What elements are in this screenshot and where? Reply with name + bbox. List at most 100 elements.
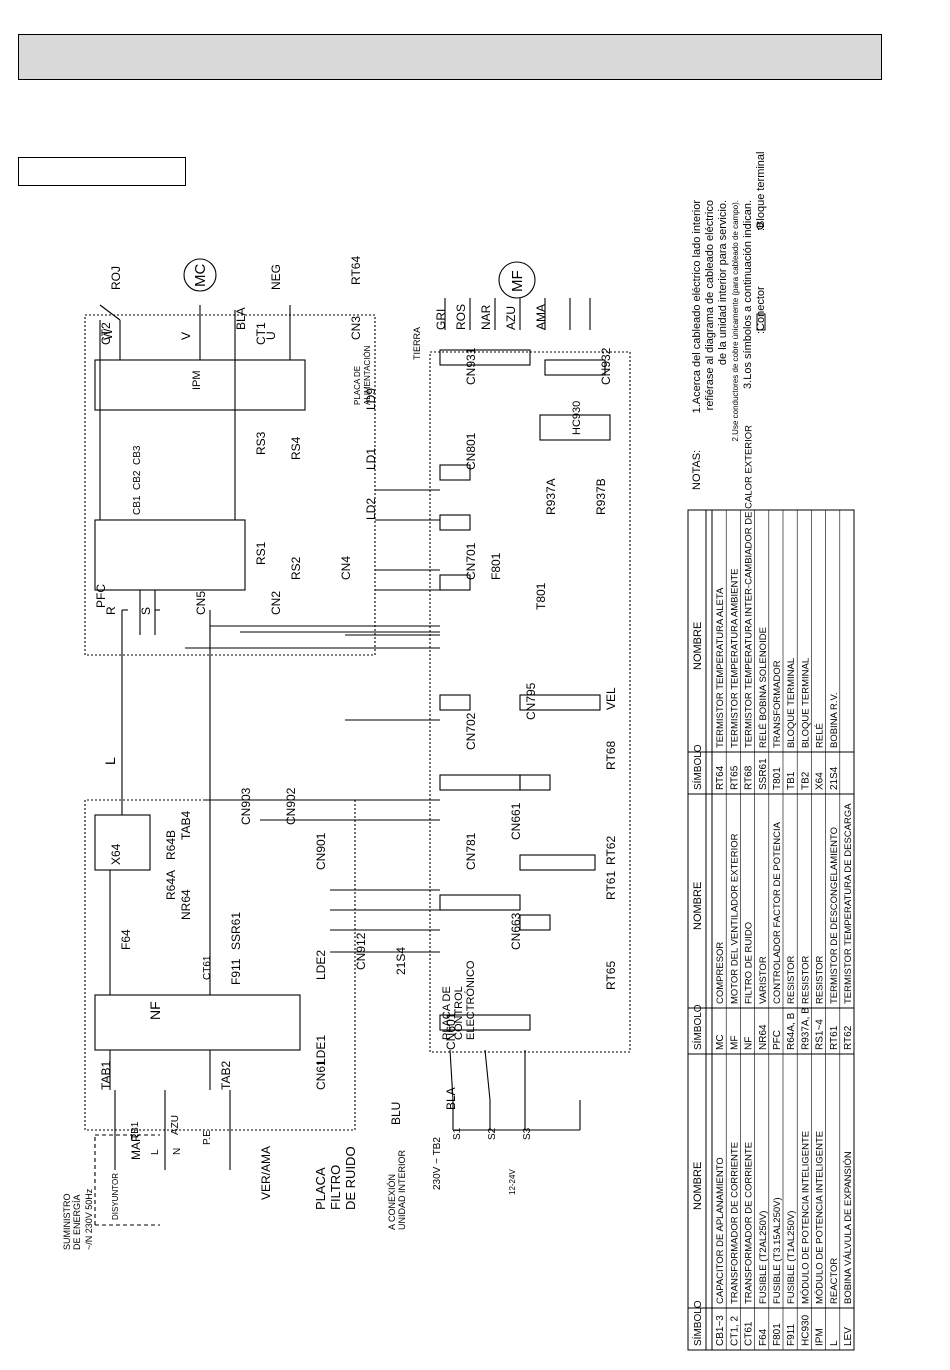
legend-name: RELÉ BOBINA SOLENOIDE <box>758 627 769 748</box>
wire-bla-top: BLA <box>234 307 248 330</box>
noise-board-line-2: FILTRO <box>328 1165 343 1210</box>
label-ld1: LD1 <box>364 448 378 470</box>
legend-symbol: MC <box>715 1034 726 1050</box>
label-u: U <box>264 331 278 340</box>
label-cb2: CB2 <box>132 470 143 490</box>
legend-symbol: PFC <box>772 1030 783 1050</box>
control-board-line-2: CONTROL <box>453 986 465 1040</box>
wire-ros: ROS <box>454 304 468 330</box>
wire-bla-indoor: BLA <box>444 1087 458 1110</box>
legend-name: TRANSFORMADOR DE CORRIENTE <box>729 1142 740 1304</box>
legend-name: CONTROLADOR FACTOR DE POTENCIA <box>772 821 783 1004</box>
legend-symbol: F801 <box>772 1323 783 1346</box>
label-f801: F801 <box>489 552 503 580</box>
notes-line-5: 3.Los símbolos a continuación indican. <box>742 200 754 389</box>
legend-symbol: RT65 <box>729 765 740 790</box>
label-t801: T801 <box>534 582 548 610</box>
supply-veram: VER/AMA <box>259 1146 273 1200</box>
legend-name: MÓDULO DE POTENCIA INTELIGENTE <box>800 1131 811 1304</box>
legend-name: MÓDULO DE POTENCIA INTELIGENTE <box>815 1131 826 1304</box>
legend-name: TERMISTOR TEMPERATURA ALETA <box>715 587 726 748</box>
legend-name: BLOQUE TERMINAL <box>786 658 797 748</box>
legend-symbol: IPM <box>815 1328 826 1346</box>
label-cn931: CN931 <box>464 347 478 385</box>
legend-symbol: T801 <box>772 767 783 790</box>
legend-name-header-2: NOMBRE <box>692 882 704 930</box>
supply-l: L <box>150 1149 161 1155</box>
control-board-line-3: ELECTRÓNICO <box>464 960 477 1040</box>
label-r: R <box>104 606 118 615</box>
legend-symbol: CB1~3 <box>715 1315 726 1346</box>
label-cn795: CN795 <box>524 682 538 720</box>
label-ld2: LD2 <box>364 498 378 520</box>
label-rs3: RS3 <box>254 431 268 455</box>
notes: NOTAS: 1.Acerca del cableado eléctrico l… <box>691 152 767 491</box>
legend-name: TERMISTOR DE DESCONGELAMIENTO <box>829 827 840 1004</box>
legend-name: COMPRESOR <box>715 942 726 1004</box>
legend-name: BOBINA R.V. <box>829 692 840 748</box>
legend-name-header-3: NOMBRE <box>692 622 704 670</box>
notes-line-3: de la unidad interior para servicio. <box>717 200 729 365</box>
label-mc: MC <box>192 264 209 287</box>
legend-symbol: R937A, B <box>800 1007 811 1050</box>
label-ct2: CT2 <box>99 322 113 345</box>
label-w: W <box>101 328 115 340</box>
legend-symbol: NR64 <box>758 1024 769 1050</box>
legend-symbol-header-2: SÍMBOLO <box>691 1004 704 1050</box>
legend-symbol: RT68 <box>744 765 755 790</box>
legend-symbol: SSR61 <box>758 758 769 790</box>
label-r937b: R937B <box>594 478 608 515</box>
notes-line-7: :Conector <box>755 286 767 334</box>
legend-symbol: MF <box>729 1036 740 1050</box>
legend-symbol: CT1, 2 <box>729 1316 740 1346</box>
indoor-dc: 12-24V <box>508 1169 517 1195</box>
legend-symbol: LEV <box>843 1327 854 1346</box>
legend-symbol: NF <box>744 1037 755 1050</box>
legend-name: REACTOR <box>829 1258 840 1304</box>
label-ssr61: SSR61 <box>229 912 243 950</box>
legend-name: RESISTOR <box>786 955 797 1004</box>
legend-symbol: F911 <box>786 1324 797 1346</box>
label-nf: NF <box>147 1001 163 1020</box>
supply-labels: SUMINISTRO DE ENERGÍA ~/N 230V 50Hz DISY… <box>62 345 533 1250</box>
wire-neg-top: NEG <box>269 264 283 290</box>
legend-name: TRANSFORMADOR <box>772 660 783 748</box>
legend-name: VARISTOR <box>758 956 769 1004</box>
subtitle-box <box>18 157 186 186</box>
supply-line-1: SUMINISTRO <box>62 1193 72 1250</box>
supply-line-2: DE ENERGÍA <box>72 1194 82 1250</box>
indoor-s3: S3 <box>522 1127 533 1140</box>
wire-gri: GRI <box>434 309 448 330</box>
legend-symbol: RT62 <box>843 1025 854 1050</box>
legend-symbol: RT64 <box>715 765 726 790</box>
label-cn912: CN912 <box>354 932 368 970</box>
legend-symbol-header-1: SÍMBOLO <box>691 1300 704 1346</box>
noise-board-line-1: PLACA <box>313 1167 328 1210</box>
notes-line-2: refiérase al diagrama de cableado eléctr… <box>704 200 716 410</box>
legend-name: FUSIBLE (T2AL250V) <box>758 1211 769 1304</box>
legend-name: TERMISTOR TEMPERATURA INTER-CAMBIADOR DE… <box>744 425 755 748</box>
label-r64b: R64B <box>164 830 178 860</box>
legend-name: BLOQUE TERMINAL <box>800 658 811 748</box>
label-cn61: CN61 <box>314 1059 328 1090</box>
legend-symbol: X64 <box>815 772 826 790</box>
legend-name: TERMISTOR TEMPERATURA AMBIENTE <box>729 569 740 748</box>
label-cn903: CN903 <box>239 787 253 825</box>
legend-name: TERMISTOR TEMPERATURA DE DESCARGA <box>843 803 854 1004</box>
terminal-symbol-icon <box>756 222 764 230</box>
legend-name: MOTOR DEL VENTILADOR EXTERIOR <box>729 833 740 1004</box>
connector-symbol-icon <box>756 313 766 331</box>
label-cn932: CN932 <box>599 347 613 385</box>
label-cn801: CN801 <box>464 432 478 470</box>
label-cb1: CB1 <box>132 495 143 515</box>
label-cn4: CN4 <box>339 556 353 580</box>
control-board-line-1: PLACA DE <box>441 986 453 1040</box>
label-v: V <box>179 332 193 340</box>
supply-line-3: ~/N 230V 50Hz <box>84 1188 94 1250</box>
label-s: S <box>139 607 153 615</box>
label-lde2: LDE2 <box>314 950 328 980</box>
supply-n: N <box>172 1148 183 1155</box>
supply-breaker: DISYUNTOR <box>111 1173 120 1220</box>
wire-ama: AMA <box>534 304 548 330</box>
